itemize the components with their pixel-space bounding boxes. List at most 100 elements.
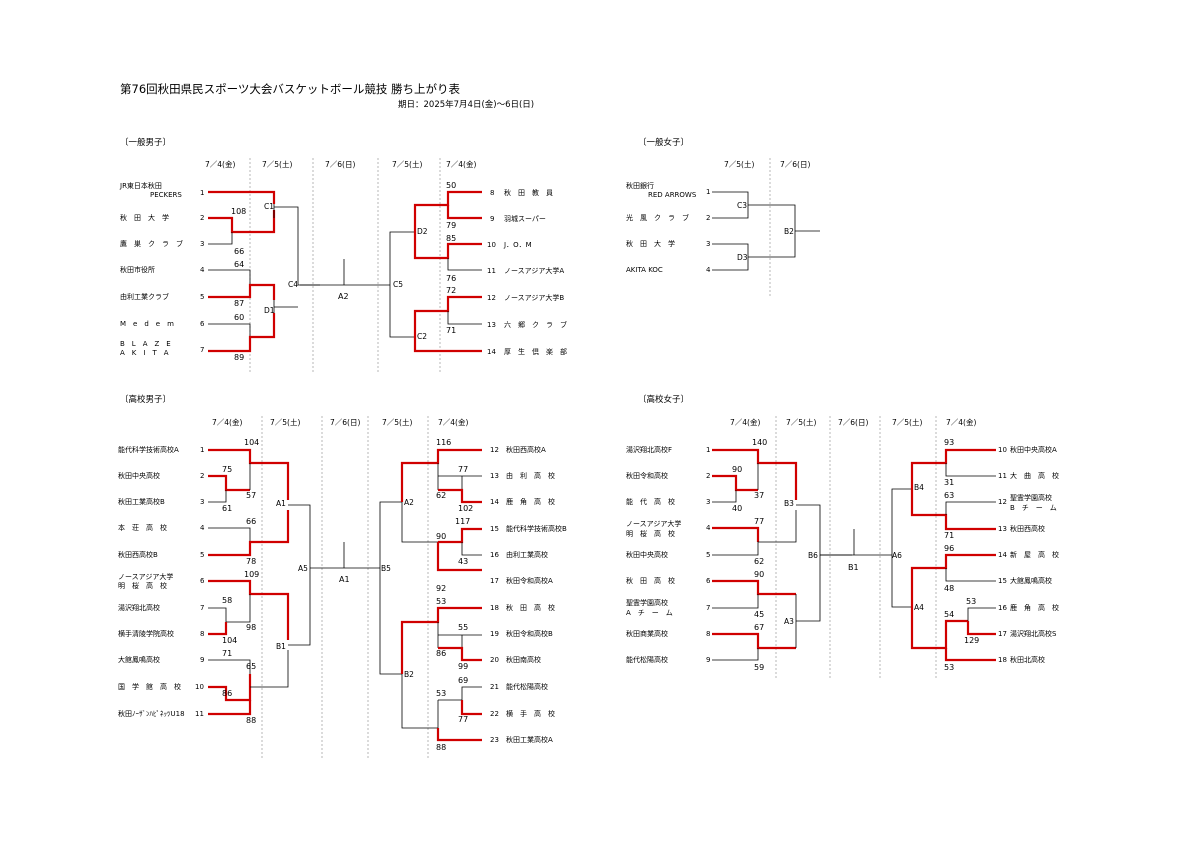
- score: 99: [458, 662, 468, 671]
- page-title: 第76回秋田県民スポーツ大会バスケットボール競技 勝ち上がり表: [120, 82, 461, 96]
- winner-path: [460, 700, 482, 716]
- score: 102: [458, 504, 473, 513]
- men-hs-right-teams: 12 秋田西高校A 13 由 利 高 校 14 鹿 角 高 校 15 能代科学技…: [490, 445, 567, 744]
- team-name: 秋田南高校: [506, 655, 541, 664]
- team-number: 4: [200, 524, 205, 532]
- date-label: 7／4(金): [946, 417, 976, 427]
- section-label-men-general: 〔一般男子〕: [120, 137, 171, 148]
- winner-path: [208, 674, 252, 702]
- team-number: 13: [998, 525, 1007, 533]
- bracket-line: [208, 323, 251, 337]
- bracket-line: [447, 258, 482, 271]
- team-number: 7: [706, 604, 710, 612]
- team-number: 11: [998, 472, 1007, 480]
- team-number: 20: [490, 656, 499, 664]
- date-label: 7／4(金): [730, 417, 760, 427]
- team-number: 21: [490, 683, 499, 691]
- team-name: ノースアジア大学B: [504, 293, 564, 302]
- score: 93: [944, 438, 954, 447]
- bracket-line: [208, 659, 251, 674]
- score: 58: [222, 596, 232, 605]
- score: 75: [222, 465, 232, 474]
- score: 92: [436, 584, 446, 593]
- score: 116: [436, 438, 451, 447]
- winner-path: [400, 606, 482, 674]
- bracket-line: [712, 594, 759, 609]
- match-node: B2: [784, 227, 794, 236]
- match-node: A6: [892, 551, 902, 560]
- team-number: 3: [706, 498, 710, 506]
- team-number: 15: [490, 525, 499, 533]
- score: 62: [754, 557, 764, 566]
- date-label: 7／6(日): [838, 418, 868, 427]
- winner-path: [712, 632, 796, 650]
- bracket-men-highschool: 〔高校男子〕 7／4(金) 7／5(土) 7／6(日) 7／5(土) 7／4(金…: [118, 394, 567, 760]
- score: 66: [234, 247, 244, 256]
- bracket-line: [945, 463, 996, 477]
- team-name: 羽城スーパー: [504, 215, 546, 223]
- bracket-line: [208, 490, 227, 503]
- team-name: 秋田中央高校: [118, 471, 160, 480]
- team-number: 4: [200, 266, 205, 274]
- bracket-line: [401, 674, 438, 729]
- team-number: 12: [998, 498, 1007, 506]
- score: 88: [246, 716, 256, 725]
- score: 77: [458, 465, 468, 474]
- match-node: B6: [808, 551, 818, 560]
- team-number: 22: [490, 710, 499, 718]
- winner-path: [438, 527, 482, 544]
- team-number: 8: [490, 189, 494, 197]
- team-number: 1: [200, 446, 204, 454]
- team-name-line2: 明 桜 高 校: [118, 581, 167, 590]
- date-label: 7／4(金): [205, 159, 235, 169]
- team-name: 厚 生 倶 楽 部: [504, 347, 567, 356]
- winner-path: [413, 337, 482, 353]
- winner-path: [712, 579, 796, 596]
- section-label-women-general: 〔一般女子〕: [638, 137, 689, 148]
- match-node: B2: [404, 670, 414, 679]
- team-number: 10: [998, 446, 1007, 454]
- score: 77: [754, 517, 764, 526]
- winner-path: [712, 526, 760, 542]
- team-number: 1: [706, 446, 710, 454]
- score: 37: [754, 491, 764, 500]
- team-number: 1: [706, 188, 710, 196]
- score: 64: [234, 260, 244, 269]
- match-node: C5: [393, 280, 403, 289]
- score: 71: [944, 531, 954, 540]
- score: 109: [244, 570, 259, 579]
- match-node: A5: [298, 564, 308, 573]
- score: 66: [246, 517, 256, 526]
- team-name: 本 荘 高 校: [118, 523, 167, 532]
- team-name: 大館鳳鳴高校: [1010, 576, 1052, 585]
- winner-path: [944, 648, 996, 662]
- team-number: 4: [706, 524, 711, 532]
- team-number: 2: [706, 472, 710, 480]
- team-number: 10: [487, 241, 496, 249]
- bracket-line: [273, 300, 298, 313]
- men-hs-left-teams: 能代科学技術高校A 1 秋田中央高校 2 秋田工業高校B 3 本 荘 高 校 4…: [118, 445, 205, 718]
- score: 59: [754, 663, 764, 672]
- team-name: 秋田北高校: [1010, 655, 1045, 664]
- team-name: 鹿 角 高 校: [1010, 603, 1059, 612]
- team-number: 16: [998, 604, 1007, 612]
- score: 71: [222, 649, 232, 658]
- team-name: 能代科学技術高校B: [506, 524, 567, 533]
- team-name: 新 屋 高 校: [1010, 550, 1059, 559]
- date-label: 7／5(土): [786, 417, 816, 427]
- team-name: 大 曲 高 校: [1010, 471, 1059, 480]
- team-number: 9: [490, 215, 494, 223]
- score: 104: [222, 636, 237, 645]
- bracket-line: [891, 488, 912, 608]
- team-name: 秋田ﾉｰｻﾞﾝﾊﾋﾟﾈｯﾂU18: [118, 709, 185, 718]
- score: 53: [966, 597, 976, 606]
- team-name: 秋 田 大 学: [120, 213, 169, 222]
- winner-path: [208, 313, 276, 353]
- winner-path: [438, 488, 482, 504]
- score: 54: [944, 610, 954, 619]
- bracket-line: [945, 568, 996, 582]
- tournament-period: 期日：2025年7月4日(金)～6日(日): [398, 99, 534, 110]
- score: 53: [944, 663, 954, 672]
- team-number: 2: [200, 214, 204, 222]
- score: 79: [446, 221, 456, 230]
